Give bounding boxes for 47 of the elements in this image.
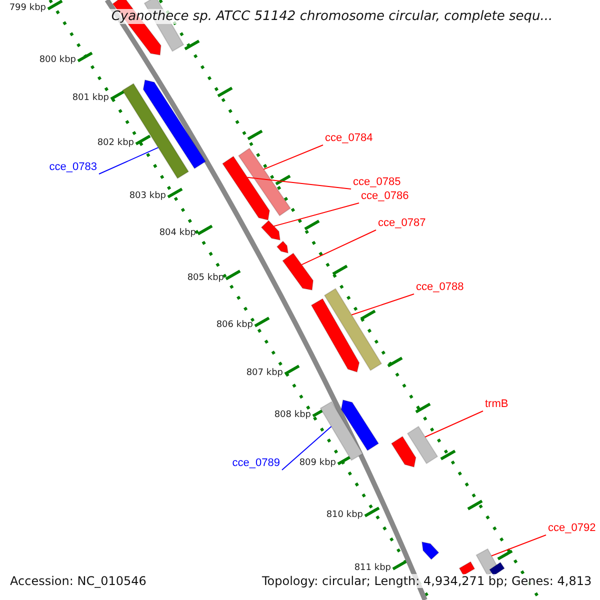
leader-line xyxy=(263,144,324,170)
gene-label: cce_0784 xyxy=(325,132,373,144)
gene-bar xyxy=(260,220,281,241)
gene-bar xyxy=(406,426,438,464)
gene-bar xyxy=(458,561,476,576)
scale-label: 810 kbp xyxy=(326,510,363,520)
gene-bar xyxy=(238,148,292,216)
gene-bar xyxy=(310,298,360,373)
gene-label: cce_0787 xyxy=(378,217,426,229)
scale-label: 809 kbp xyxy=(299,458,336,468)
scale-label: 802 kbp xyxy=(97,138,134,148)
scale-label: 807 kbp xyxy=(246,368,283,378)
gene-label: cce_0789 xyxy=(232,457,280,469)
leader-line xyxy=(98,147,159,174)
scale-label: 808 kbp xyxy=(274,410,311,420)
scale-label: 805 kbp xyxy=(187,273,224,283)
gene-bar xyxy=(276,240,289,254)
gene-bar xyxy=(390,436,416,468)
gene-bar xyxy=(421,541,440,560)
gene-label: cce_0783 xyxy=(49,161,97,173)
scale-label: 801 kbp xyxy=(72,93,109,103)
gene-label: trmB xyxy=(485,398,508,410)
leader-line xyxy=(282,426,332,470)
gene-bar xyxy=(340,399,380,452)
gene-label: cce_0788 xyxy=(416,281,464,293)
scale-label: 799 kbp xyxy=(9,3,46,13)
scale-label: 811 kbp xyxy=(354,563,391,573)
leader-line xyxy=(301,230,376,266)
gene-bar xyxy=(142,79,206,170)
gene-bar xyxy=(282,252,314,291)
leader-line xyxy=(273,202,360,227)
leader-line xyxy=(246,176,352,190)
gene-bar xyxy=(222,156,270,221)
gene-label: cce_0786 xyxy=(361,190,409,202)
leader-line xyxy=(351,294,414,316)
scale-label: 804 kbp xyxy=(159,228,196,238)
scale-label: 806 kbp xyxy=(216,320,253,330)
scale-label: 803 kbp xyxy=(129,191,166,201)
footer-text: Topology: circular; Length: 4,934,271 bp; Genes: 4,813 xyxy=(262,574,592,588)
gene-label: cce_0792 xyxy=(548,522,596,534)
leader-line xyxy=(491,534,546,556)
scale-label: 800 kbp xyxy=(39,55,76,65)
gene-label: cce_0785 xyxy=(353,176,401,188)
leader-line xyxy=(424,410,484,438)
footer-text: Accession: NC_010546 xyxy=(10,574,146,588)
gene-bar xyxy=(488,562,506,576)
gene-bar xyxy=(324,288,382,372)
